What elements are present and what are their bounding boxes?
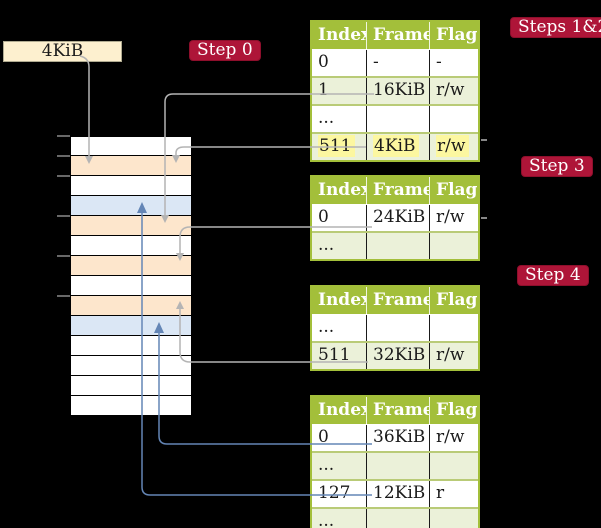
table-cell: r/w [429,205,478,231]
table-header-row: IndexFrameFlags [312,397,478,425]
column-header-flags: Flags [429,397,478,424]
badge-steps-1-2: Steps 1&2 [510,17,601,38]
table-cell [366,453,429,479]
memory-frame-row-2-white [70,176,192,196]
table-cell: r/w [429,134,478,160]
table-cell [366,233,429,259]
table-cell: 4KiB [366,134,429,160]
memory-frame-row-5-white [70,236,192,256]
table-cell: 127 [318,483,351,503]
table-cell [366,106,429,132]
memory-frame-row-7-white [70,276,192,296]
page-table-final: IndexFrameFlags036KiBr/w...12712KiBr... [310,395,480,528]
memory-frame-row-12-white [70,376,192,396]
column-header-frame: Frame [366,397,429,424]
table-row: ... [312,451,478,479]
column-header-frame: Frame [366,177,429,204]
table-row: ... [312,315,478,341]
table-cell: 0 [318,427,329,447]
memory-frame-row-1-orange [70,156,192,176]
badge-step-0: Step 0 [189,40,261,61]
table-cell: ... [318,511,335,528]
table-cell: - [366,50,429,76]
highlighted-value: 4KiB [373,135,420,157]
table-cell [366,315,429,341]
memory-frame-row-9-blue [70,316,192,336]
table-header-row: IndexFrameFlags [312,177,478,205]
table-header-row: IndexFrameFlags [312,287,478,315]
page-table-step-3: IndexFrameFlags024KiBr/w... [310,175,480,261]
frame-size-box: 4KiB [3,41,122,62]
table-cell [429,453,478,479]
column-header-flags: Flags [429,177,478,204]
badge-step-4: Step 4 [517,265,589,286]
memory-frame-row-11-white [70,356,192,376]
highlighted-value: r/w [436,135,470,157]
table-row: 0 -- [312,50,478,76]
table-cell: 511 [318,345,351,365]
column-header-index: Index [318,400,366,420]
table-cell: 1 [318,80,329,100]
table-cell [429,315,478,341]
table-cell: 511 [312,134,366,160]
table-cell: ... [318,317,335,337]
column-header-index: Index [318,290,366,310]
memory-frame-row-8-orange [70,296,192,316]
table-header-row: IndexFrameFlags [312,22,478,50]
column-header-index: Index [318,180,366,200]
table-cell: r/w [429,78,478,104]
table-cell: 12KiB [366,481,429,507]
column-header-frame: Frame [366,22,429,49]
frame-size-label: 4KiB [41,41,84,61]
table-cell: r/w [429,343,478,369]
memory-frame-row-4-orange [70,216,192,236]
column-header-flags: Flags [429,22,478,49]
table-cell: 24KiB [366,205,429,231]
table-cell: - [429,50,478,76]
highlighted-value: 511 [318,135,356,157]
table-cell [366,509,429,528]
table-cell: ... [318,235,335,255]
table-cell: 0 [318,207,329,227]
memory-frame-row-6-orange [70,256,192,276]
table-row: ... [312,231,478,259]
memory-frame-row-0-white [70,136,192,156]
table-cell: r/w [429,425,478,451]
memory-stack [70,136,192,416]
memory-frame-row-10-white [70,336,192,356]
memory-frame-row-13-white [70,396,192,416]
table-cell: r [429,481,478,507]
memory-tick-marks [57,135,70,297]
table-cell: 32KiB [366,343,429,369]
table-cell: ... [318,108,335,128]
table-cell: ... [318,455,335,475]
table-cell [429,509,478,528]
table-row: ... [312,104,478,132]
column-header-flags: Flags [429,287,478,314]
table-cell: 36KiB [366,425,429,451]
column-header-index: Index [318,25,366,45]
badge-step-3: Step 3 [521,156,593,177]
table-cell: 0 [318,52,329,72]
column-header-frame: Frame [366,287,429,314]
table-row: 511 4KiB r/w [312,132,478,160]
table-cell [429,233,478,259]
table-cell [429,106,478,132]
table-row: ... [312,507,478,528]
table-cell: 16KiB [366,78,429,104]
memory-frame-row-3-blue [70,196,192,216]
